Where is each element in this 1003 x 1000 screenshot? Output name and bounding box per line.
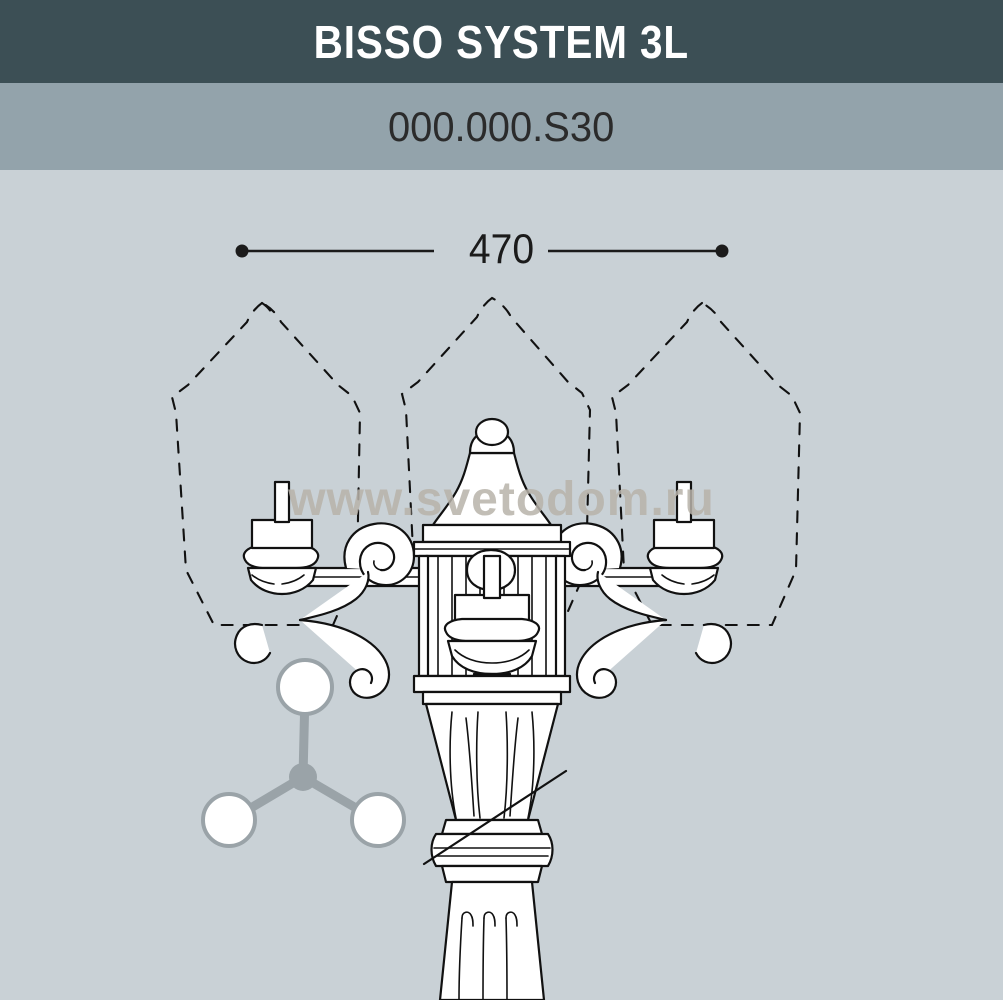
dimension-line [235, 244, 729, 258]
left-arm [233, 480, 422, 699]
center-lantern-body [412, 417, 572, 732]
lantern-dome [431, 451, 553, 527]
arrangement-hub [289, 763, 317, 791]
column-collar [430, 818, 554, 884]
lamp-node-bottom-left [201, 792, 257, 848]
dimension-endpoint-right [715, 244, 729, 258]
left-shade-outline [170, 301, 362, 627]
right-socket-box [652, 518, 716, 550]
product-code-bar: 000.000.S30 [0, 83, 1003, 170]
technical-drawing-canvas: .ln { fill:none; stroke:#111111; stroke-… [0, 170, 1003, 1000]
center-socket-stem [482, 554, 502, 600]
right-arm [544, 480, 733, 699]
lamp-node-bottom-right [350, 792, 406, 848]
left-socket-stem [273, 480, 291, 524]
right-socket-stem [675, 480, 693, 524]
product-code: 000.000.S30 [388, 102, 615, 150]
column-shaft [438, 880, 546, 1000]
three-lamp-arrangement-icon [201, 658, 406, 848]
left-socket-box [250, 518, 314, 550]
title-bar: BISSO SYSTEM 3L [0, 0, 1003, 83]
dimension-endpoint-left [235, 244, 249, 258]
page-title: BISSO SYSTEM 3L [313, 15, 690, 68]
finial-knob [474, 417, 510, 447]
column-capital [424, 702, 560, 822]
lamp-node-top [276, 658, 334, 716]
center-shade-outline [400, 296, 592, 627]
lamp-technical-drawing: .ln { fill:none; stroke:#111111; stroke-… [170, 244, 802, 1000]
ground-line [422, 769, 568, 866]
